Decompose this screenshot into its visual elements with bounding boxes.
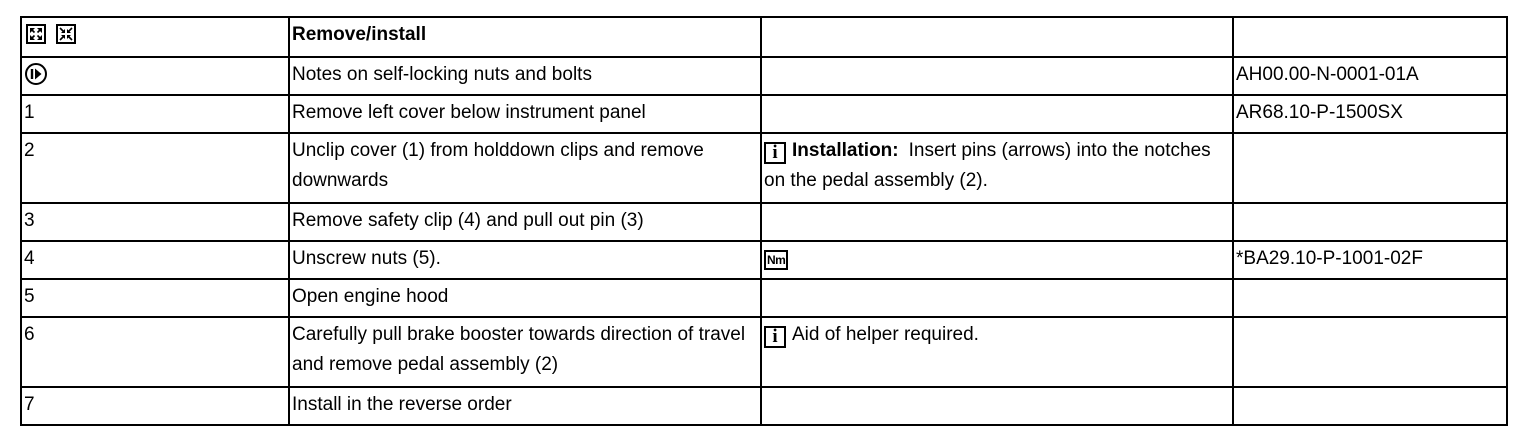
page-title: Remove/install: [292, 24, 426, 45]
torque-icon[interactable]: Nm: [764, 250, 788, 270]
step-text: Notes on self-locking nuts and bolts: [292, 64, 592, 85]
step-ref-cell: [1233, 387, 1507, 425]
step-number: 5: [24, 286, 35, 307]
header-title-cell: Remove/install: [289, 17, 761, 57]
table-header-row: Remove/install: [21, 17, 1507, 57]
info-icon: i: [764, 326, 786, 348]
step-ref[interactable]: *BA29.10-P-1001-02F: [1236, 248, 1423, 269]
step-ref-cell: *BA29.10-P-1001-02F: [1233, 241, 1507, 279]
step-cell: 3: [21, 203, 289, 241]
step-text: Remove left cover below instrument panel: [292, 102, 646, 123]
header-ref-cell: [1233, 17, 1507, 57]
header-icons-cell: [21, 17, 289, 57]
step-text: Carefully pull brake booster towards dir…: [292, 324, 745, 375]
step-number: 3: [24, 210, 35, 231]
step-cell: 2: [21, 133, 289, 203]
step-ref-cell: [1233, 279, 1507, 317]
step-cell: [21, 57, 289, 95]
step-note-cell: [761, 387, 1233, 425]
step-note-cell: [761, 279, 1233, 317]
step-note-cell: [761, 95, 1233, 133]
table-row: 3 Remove safety clip (4) and pull out pi…: [21, 203, 1507, 241]
step-text: Unscrew nuts (5).: [292, 248, 441, 269]
procedure-table: Remove/install Notes on self-locking nut…: [20, 16, 1508, 426]
step-note: Aid of helper required.: [792, 324, 979, 345]
step-text-cell: Unclip cover (1) from holddown clips and…: [289, 133, 761, 203]
step-number: 6: [24, 324, 35, 345]
step-text-cell: Carefully pull brake booster towards dir…: [289, 317, 761, 387]
step-ref[interactable]: AH00.00-N-0001-01A: [1236, 64, 1419, 85]
table-row: 1 Remove left cover below instrument pan…: [21, 95, 1507, 133]
step-note-cell: i Aid of helper required.: [761, 317, 1233, 387]
step-ref-cell: AR68.10-P-1500SX: [1233, 95, 1507, 133]
table-row: 6 Carefully pull brake booster towards d…: [21, 317, 1507, 387]
table-row: 4 Unscrew nuts (5). Nm *BA29.10-P-1001-0…: [21, 241, 1507, 279]
step-text: Open engine hood: [292, 286, 448, 307]
step-text-cell: Install in the reverse order: [289, 387, 761, 425]
table-row: 5 Open engine hood: [21, 279, 1507, 317]
step-text-cell: Remove left cover below instrument panel: [289, 95, 761, 133]
step-note-cell: [761, 57, 1233, 95]
notes-icon: [24, 62, 48, 86]
step-text: Unclip cover (1) from holddown clips and…: [292, 140, 704, 191]
step-text-cell: Notes on self-locking nuts and bolts: [289, 57, 761, 95]
info-icon: i: [764, 142, 786, 164]
collapse-all-icon[interactable]: [56, 24, 76, 44]
step-text-cell: Remove safety clip (4) and pull out pin …: [289, 203, 761, 241]
step-ref-cell: [1233, 133, 1507, 203]
step-note-cell: [761, 203, 1233, 241]
step-cell: 7: [21, 387, 289, 425]
step-ref-cell: [1233, 203, 1507, 241]
step-text-cell: Unscrew nuts (5).: [289, 241, 761, 279]
step-text: Remove safety clip (4) and pull out pin …: [292, 210, 644, 231]
expand-all-icon[interactable]: [26, 24, 46, 44]
step-note-cell: Nm: [761, 241, 1233, 279]
step-number: 1: [24, 102, 35, 123]
table-row: 2 Unclip cover (1) from holddown clips a…: [21, 133, 1507, 203]
step-cell: 6: [21, 317, 289, 387]
step-ref-cell: AH00.00-N-0001-01A: [1233, 57, 1507, 95]
step-number: 2: [24, 140, 35, 161]
step-text: Install in the reverse order: [292, 394, 512, 415]
step-cell: 1: [21, 95, 289, 133]
header-note-cell: [761, 17, 1233, 57]
step-cell: 5: [21, 279, 289, 317]
installation-label: Installation:: [792, 140, 899, 161]
step-cell: 4: [21, 241, 289, 279]
step-ref[interactable]: AR68.10-P-1500SX: [1236, 102, 1403, 123]
step-ref-cell: [1233, 317, 1507, 387]
step-text-cell: Open engine hood: [289, 279, 761, 317]
step-number: 7: [24, 394, 35, 415]
table-row: Notes on self-locking nuts and bolts AH0…: [21, 57, 1507, 95]
step-number: 4: [24, 248, 35, 269]
table-row: 7 Install in the reverse order: [21, 387, 1507, 425]
